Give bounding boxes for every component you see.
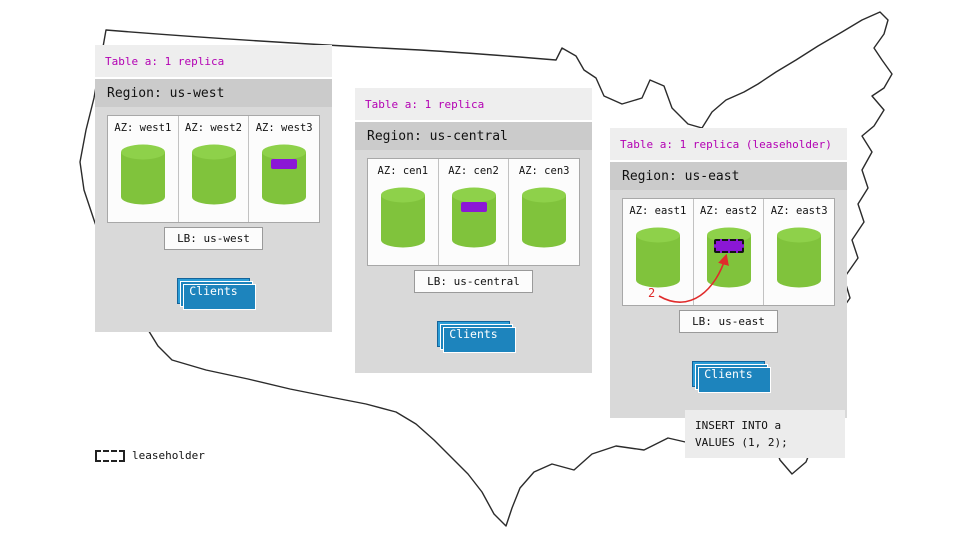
database-cylinder bbox=[380, 187, 426, 249]
database-cylinder bbox=[261, 144, 307, 206]
region-title: Region: us-west bbox=[95, 79, 332, 107]
cylinder-graphic bbox=[706, 227, 751, 288]
az-label: AZ: east1 bbox=[629, 205, 687, 217]
clients-button: Clients bbox=[177, 278, 250, 304]
table-replica-label: Table a: 1 replica bbox=[355, 88, 592, 122]
database-cylinder bbox=[521, 187, 567, 249]
cylinder-graphic bbox=[777, 227, 822, 288]
database-cylinder bbox=[120, 144, 166, 206]
table-replica-label: Table a: 1 replica (leaseholder) bbox=[610, 128, 847, 162]
region-content: AZ: cen1 AZ: cen2 bbox=[355, 150, 592, 373]
az-cell-west1: AZ: west1 bbox=[108, 116, 179, 222]
az-cell-cen2: AZ: cen2 bbox=[439, 159, 510, 265]
region-title: Region: us-central bbox=[355, 122, 592, 150]
region-panel-us-east: Table a: 1 replica (leaseholder) Region:… bbox=[610, 128, 847, 418]
cylinder-graphic bbox=[120, 144, 165, 205]
cylinder-graphic bbox=[191, 144, 236, 205]
az-cell-east2: AZ: east2 bbox=[694, 199, 765, 305]
leaseholder-swatch-icon bbox=[95, 449, 125, 462]
database-cylinder bbox=[451, 187, 497, 249]
az-cell-east3: AZ: east3 bbox=[764, 199, 834, 305]
az-cell-west2: AZ: west2 bbox=[179, 116, 250, 222]
clients-button: Clients bbox=[437, 321, 510, 347]
az-cell-west3: AZ: west3 bbox=[249, 116, 319, 222]
region-content: AZ: west1 AZ: west2 bbox=[95, 107, 332, 332]
database-cylinder bbox=[706, 227, 752, 289]
az-label: AZ: west2 bbox=[185, 122, 242, 134]
az-label: AZ: cen1 bbox=[377, 165, 429, 177]
az-label: AZ: east3 bbox=[770, 205, 828, 217]
cylinder-graphic bbox=[380, 187, 425, 248]
cylinder-graphic bbox=[635, 227, 680, 288]
az-label: AZ: cen3 bbox=[518, 165, 570, 177]
cylinder-graphic bbox=[262, 144, 307, 205]
az-label: AZ: cen2 bbox=[448, 165, 499, 177]
database-cylinder bbox=[776, 227, 822, 289]
az-box: AZ: west1 AZ: west2 bbox=[107, 115, 320, 223]
region-panel-us-central: Table a: 1 replica Region: us-central AZ… bbox=[355, 88, 592, 373]
clients-button: Clients bbox=[692, 361, 765, 387]
region-title: Region: us-east bbox=[610, 162, 847, 190]
az-label: AZ: west1 bbox=[114, 122, 172, 134]
database-cylinder bbox=[635, 227, 681, 289]
az-label: AZ: east2 bbox=[700, 205, 757, 217]
region-content: AZ: east1 AZ: east2 bbox=[610, 190, 847, 418]
legend: leaseholder bbox=[95, 449, 205, 462]
legend-label: leaseholder bbox=[132, 449, 205, 462]
az-box: AZ: cen1 AZ: cen2 bbox=[367, 158, 580, 266]
step-number: 2 bbox=[648, 286, 656, 300]
replica-marker bbox=[460, 202, 487, 212]
region-panel-us-west: Table a: 1 replica Region: us-west AZ: w… bbox=[95, 45, 332, 332]
az-cell-east1: AZ: east1 bbox=[623, 199, 694, 305]
sql-statement: INSERT INTO a VALUES (1, 2); bbox=[685, 410, 845, 459]
leaseholder-marker bbox=[713, 239, 744, 253]
cylinder-graphic bbox=[522, 187, 567, 248]
database-cylinder bbox=[191, 144, 237, 206]
load-balancer: LB: us-east bbox=[679, 310, 778, 333]
load-balancer: LB: us-west bbox=[164, 227, 263, 250]
replica-marker bbox=[271, 159, 298, 169]
cylinder-graphic bbox=[451, 187, 496, 248]
az-cell-cen3: AZ: cen3 bbox=[509, 159, 579, 265]
table-replica-label: Table a: 1 replica bbox=[95, 45, 332, 79]
az-label: AZ: west3 bbox=[255, 122, 313, 134]
load-balancer: LB: us-central bbox=[414, 270, 533, 293]
az-cell-cen1: AZ: cen1 bbox=[368, 159, 439, 265]
